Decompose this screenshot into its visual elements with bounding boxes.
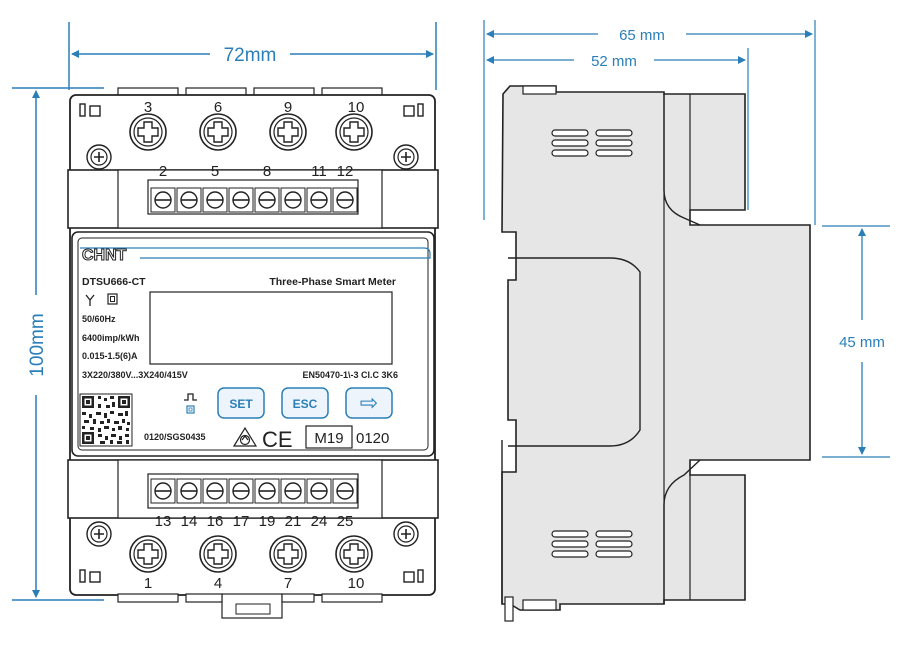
terminal-screw-icon [199,113,237,151]
mount-screw-icon [393,521,419,547]
terminal-label: 24 [311,513,328,530]
terminal-label: 10 [348,575,365,592]
next-button[interactable]: ⇨ [345,387,393,419]
pulse-led-icon [184,393,197,414]
terminal-label: 21 [285,513,302,530]
mount-screw-icon [86,144,112,170]
terminal-label: 11 [311,163,327,180]
spec-current: 0.015-1.5(6)A [82,351,138,361]
rail-height-label: 45 mm [839,334,885,351]
metrology-mark: M19 [314,430,343,447]
terminal-label: 12 [337,163,354,180]
terminal-label: 17 [233,513,250,530]
terminal-label: 9 [284,99,292,116]
terminal-screw-icon [335,113,373,151]
terminal-label: 4 [214,575,222,592]
terminal-screw-icon [335,535,373,573]
terminal-screw-icon [199,535,237,573]
seal-marks [79,103,424,583]
side-housing [501,85,811,611]
antenna-icon [85,294,95,306]
terminal-screw-icon [269,535,307,573]
spec-standard: EN50470-1\-3 Cl.C 3K6 [302,370,398,380]
terminal-label: 5 [211,163,219,180]
side-dimensions: 65 mm 52 mm 45 mm [483,20,890,458]
terminal-label: 2 [159,163,167,180]
din-clip-side [504,596,514,622]
model-label: DTSU666-CT [82,276,146,288]
terminal-label: 19 [259,513,276,530]
mount-screw-icon [86,521,112,547]
terminal-label: 1 [144,575,152,592]
terminal-screw-icon [269,113,307,151]
front-view: 3 6 9 10 2 5 8 11 12 13 14 16 17 19 21 2… [67,87,439,619]
terminal-label: 3 [144,99,152,116]
total-depth-label: 65 mm [619,27,665,44]
top-tabs [117,87,383,97]
terminal-screw-icon [129,535,167,573]
vent-slots [551,129,633,558]
product-name: Three-Phase Smart Meter [269,276,396,288]
terminal-label: 16 [207,513,224,530]
bottom-tabs [117,593,383,603]
esc-button-label: ESC [293,397,318,411]
lcd-display [149,291,393,365]
front-dimensions: 72mm 100mm [12,22,437,601]
terminal-label: 8 [263,163,271,180]
terminal-screw-icon [129,113,167,151]
spec-constant: 6400imp/kWh [82,333,140,343]
brand-logo: CHNT [82,247,127,264]
arrow-right-icon: ⇨ [360,390,378,415]
terminal-label: 14 [181,513,198,530]
set-button-label: SET [229,397,253,411]
width-dimension-label: 72mm [224,45,277,66]
mount-screw-icon [393,144,419,170]
height-dimension-label: 100mm [27,313,48,376]
terminal-label: 25 [337,513,354,530]
body-depth-label: 52 mm [591,53,637,70]
rcm-mark-icon [232,426,258,447]
serial-label: 0120/SGS0435 [144,432,206,442]
spec-voltage: 3X220/380V...3X240/415V [82,370,188,380]
qr-code-icon [79,393,133,447]
terminal-label: 13 [155,513,172,530]
esc-button[interactable]: ESC [281,387,329,419]
terminal-label: 10 [348,99,365,116]
notified-body-number: 0120 [356,430,389,447]
terminal-label: 7 [284,575,292,592]
ce-mark-icon: CE [262,427,293,452]
spec-frequency: 50/60Hz [82,314,116,324]
metrology-mark-box [305,425,353,449]
terminal-label: 6 [214,99,222,116]
set-button[interactable]: SET [217,387,265,419]
side-view [501,85,811,622]
